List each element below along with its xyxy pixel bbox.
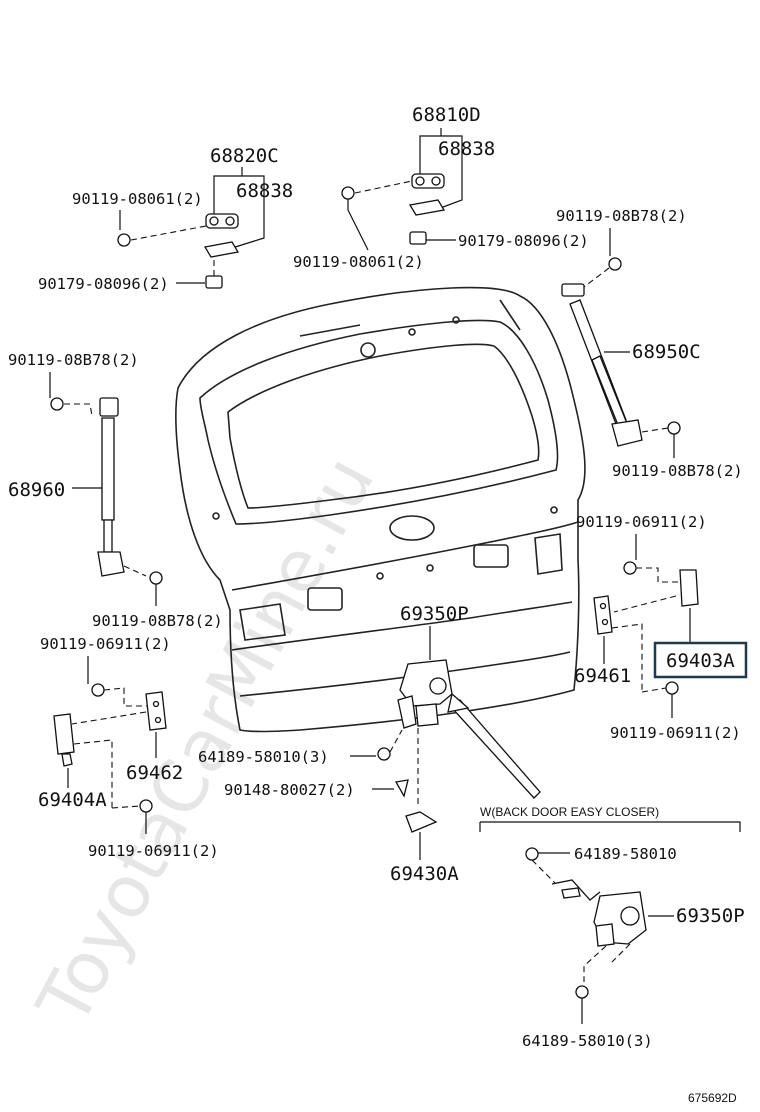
label-90148-80027: 90148-80027(2): [224, 781, 355, 799]
label-69350P: 69350P: [400, 603, 469, 625]
label-68838-left: 68838: [236, 180, 293, 202]
hinge-68820C: 68820C 68838 90119-08061(2) 90179-08096(…: [38, 145, 293, 293]
label-69350P-easy-closer: 69350P: [676, 905, 745, 927]
label-90179-08096-left: 90179-08096(2): [38, 275, 169, 293]
damper-68960: 90119-08B78(2) 68960 90119-08B78(2): [8, 351, 223, 630]
switch-69403A-group: 90119-06911(2) 69461 69403A 90119-06911(…: [574, 513, 748, 742]
label-90119-06911-left: 90119-06911(2): [40, 635, 171, 653]
label-69404A: 69404A: [38, 789, 107, 811]
label-90119-08B78-left-lower: 90119-08B78(2): [92, 612, 223, 630]
label-69462: 69462: [126, 762, 183, 784]
label-69461: 69461: [574, 665, 631, 687]
label-68838-top: 68838: [438, 138, 495, 160]
label-90119-06911-left-lower: 90119-06911(2): [88, 842, 219, 860]
label-68960: 68960: [8, 479, 65, 501]
switch-69404A-group: 90119-06911(2) 69462 69404A 90119-06911(…: [38, 635, 219, 860]
diagram-id: 675692D: [688, 1091, 737, 1105]
label-90179-08096-right: 90179-08096(2): [458, 232, 589, 250]
label-90119-06911-right: 90119-06911(2): [576, 513, 707, 531]
hinge-68810D: 68810D 68838 90119-08061(2) 90179-08096(…: [293, 104, 589, 271]
label-64189-58010-3: 64189-58010(3): [198, 748, 329, 766]
label-68820C: 68820C: [210, 145, 279, 167]
label-69430A: 69430A: [390, 863, 459, 885]
easy-closer-variant: W(BACK DOOR EASY CLOSER) 64189-58010 693…: [479, 805, 745, 1050]
label-69403A: 69403A: [666, 650, 735, 672]
label-90119-06911-right-lower: 90119-06911(2): [610, 724, 741, 742]
highlight-box-69403A: [653, 641, 748, 679]
label-90119-08B78-right-lower: 90119-08B78(2): [612, 462, 743, 480]
label-64189-58010: 64189-58010: [574, 845, 677, 863]
label-90119-08061-left: 90119-08061(2): [72, 190, 203, 208]
label-90119-08B78-top-right: 90119-08B78(2): [556, 207, 687, 225]
variant-label: W(BACK DOOR EASY CLOSER): [480, 805, 659, 819]
label-64189-58010-3-easy-closer: 64189-58010(3): [522, 1032, 653, 1050]
label-68950C: 68950C: [632, 341, 701, 363]
damper-68950C: 90119-08B78(2) 68950C 90119-08B78(2): [556, 207, 743, 480]
lock-69350P: 69350P 64189-58010(3) 90148-80027(2) 694…: [198, 603, 541, 885]
label-68810D: 68810D: [412, 104, 481, 126]
label-90119-08061-right: 90119-08061(2): [293, 253, 424, 271]
label-90119-08B78-left: 90119-08B78(2): [8, 351, 139, 369]
back-door-panel: [175, 286, 586, 733]
watermark: ToyotaCarMine.ru: [20, 443, 390, 1039]
